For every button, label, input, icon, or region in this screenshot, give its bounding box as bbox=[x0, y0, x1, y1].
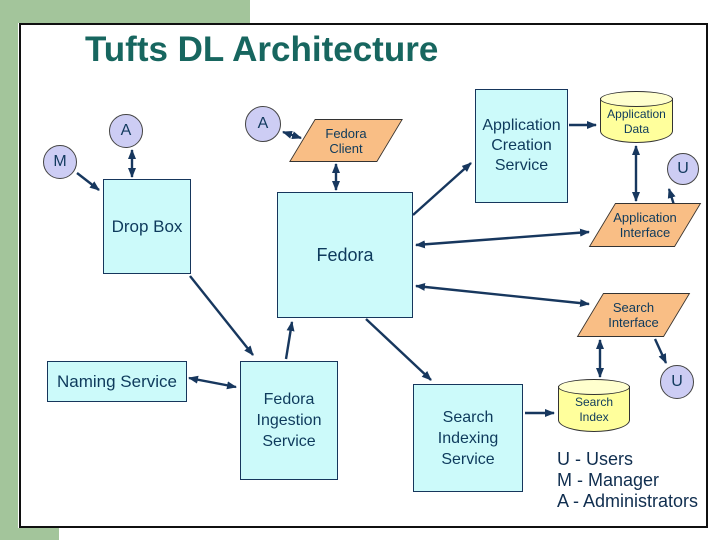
actor-label: M bbox=[53, 153, 67, 170]
arrow-ingestion-fedora bbox=[284, 321, 295, 360]
template-accent-left bbox=[0, 0, 18, 540]
actor-user-application: U bbox=[667, 153, 699, 185]
template-accent-top bbox=[0, 0, 250, 23]
actor-label: U bbox=[671, 373, 683, 390]
actor-label: A bbox=[120, 122, 132, 139]
arrow-fedora-appinterface bbox=[415, 228, 590, 249]
node-search-indexing-service-label: Search Indexing Service bbox=[437, 408, 499, 468]
arrow-searchinterface-user bbox=[653, 338, 668, 364]
actor-admin-top-left: A bbox=[109, 114, 143, 148]
arrow-fedora-appcreation bbox=[412, 162, 472, 216]
slide-title: Tufts DL Architecture bbox=[85, 30, 439, 69]
arrow-manager-dropbox bbox=[76, 172, 100, 191]
actor-label: A bbox=[257, 115, 269, 132]
cylinder-lid bbox=[600, 91, 673, 107]
node-search-interface: Search Interface bbox=[576, 293, 691, 337]
node-naming-service-label: Naming Service bbox=[57, 371, 177, 391]
node-application-creation-service: Application Creation Service bbox=[475, 89, 568, 203]
node-application-creation-service-label: Application Creation Service bbox=[482, 117, 561, 174]
node-naming-service: Naming Service bbox=[47, 361, 187, 402]
legend-item-administrators: A - Administrators bbox=[557, 491, 699, 511]
actor-label: U bbox=[677, 160, 689, 177]
legend-item-users: U - Users bbox=[557, 449, 633, 469]
node-search-index-label: Search Index bbox=[574, 395, 614, 424]
arrow-admin-fedoraclient bbox=[282, 130, 302, 140]
node-search-indexing-service: Search Indexing Service bbox=[413, 384, 523, 492]
node-application-data: Application Data bbox=[600, 91, 673, 143]
arrow-naming-ingestion bbox=[188, 375, 237, 390]
node-fedora-client-label: Fedora Client bbox=[325, 125, 367, 156]
actor-admin-client: A bbox=[245, 106, 281, 142]
node-drop-box: Drop Box bbox=[103, 179, 191, 274]
legend: U - Users M - Manager A - Administrators bbox=[557, 449, 698, 512]
node-search-index: Search Index bbox=[558, 379, 630, 432]
actor-user-search: U bbox=[660, 365, 694, 399]
template-accent-bottom-left bbox=[0, 528, 59, 540]
node-fedora-ingestion-service: Fedora Ingestion Service bbox=[240, 361, 338, 480]
node-application-interface-label: Application Interface bbox=[613, 210, 677, 240]
node-search-interface-label: Search Interface bbox=[608, 300, 659, 330]
arrow-fedora-searchinterface bbox=[415, 282, 590, 308]
node-drop-box-label: Drop Box bbox=[111, 216, 183, 236]
arrow-fedora-searchindexing bbox=[365, 318, 432, 381]
node-fedora-client: Fedora Client bbox=[289, 119, 403, 162]
node-application-interface: Application Interface bbox=[588, 203, 702, 247]
actor-manager: M bbox=[43, 145, 77, 179]
arrow-dropbox-ingestion bbox=[189, 275, 254, 356]
legend-item-manager: M - Manager bbox=[557, 470, 660, 490]
node-application-data-label: Application Data bbox=[607, 107, 666, 136]
node-fedora-ingestion-service-label: Fedora Ingestion Service bbox=[256, 391, 322, 450]
node-fedora-label: Fedora bbox=[316, 244, 374, 265]
node-fedora: Fedora bbox=[277, 192, 413, 318]
arrow-appinterface-user bbox=[667, 188, 676, 206]
cylinder-lid bbox=[558, 379, 630, 395]
